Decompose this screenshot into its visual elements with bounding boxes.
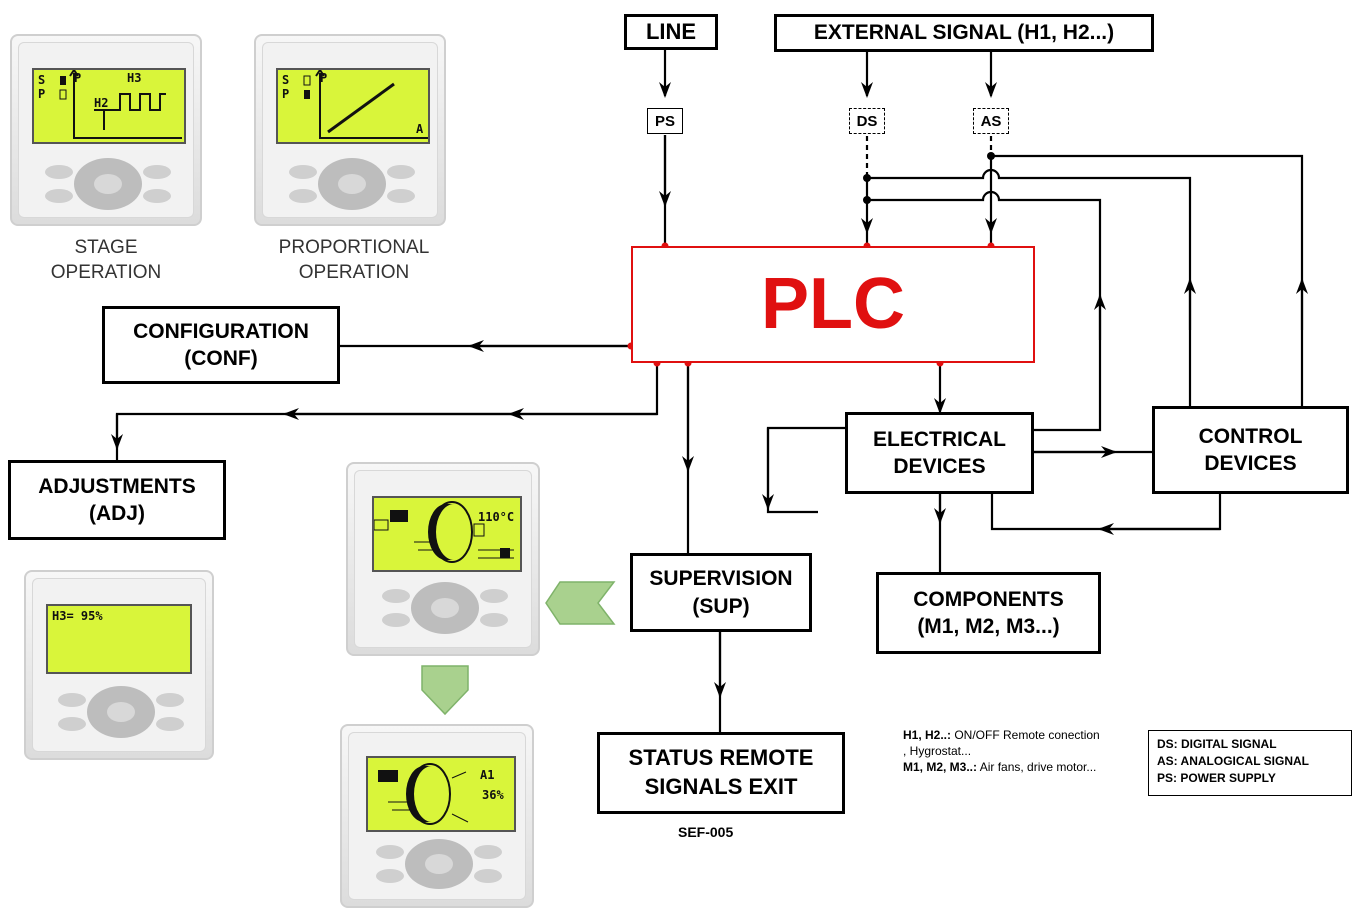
- line-box: LINE: [624, 14, 718, 50]
- junction-dots: [863, 152, 995, 204]
- as-to-control-connector: [991, 154, 1304, 410]
- ds-to-control-connector: [867, 168, 1192, 410]
- ps-tag: PS: [647, 108, 683, 134]
- status-screen: A1 36%: [366, 756, 516, 832]
- as-tag-label: AS: [980, 112, 1002, 130]
- note-m: M1, M2, M3..: Air fans, drive motor...: [903, 759, 1101, 775]
- line-label: LINE: [645, 18, 697, 44]
- note-h: H1, H2..: ON/OFF Remote conection , Hygr…: [903, 727, 1101, 759]
- adjustments-device-image: H3= 95%: [24, 570, 214, 760]
- proportional-operation-caption: PROPORTIONAL OPERATION: [278, 237, 430, 283]
- stage-screen-p: P: [38, 87, 46, 101]
- as-tag: AS: [973, 108, 1009, 134]
- stage-chart-p: P: [74, 71, 82, 85]
- status-remote-box: STATUS REMOTE SIGNALS EXIT: [597, 732, 845, 814]
- legend-as: AS: ANALOGICAL SIGNAL: [1157, 753, 1309, 768]
- proportional-screen: S P P A: [276, 68, 430, 144]
- stage-screen-s: S: [38, 73, 46, 87]
- proportional-device-image: S P P A: [254, 34, 446, 226]
- control-devices-box: CONTROL DEVICES: [1152, 406, 1349, 494]
- configuration-label: CONFIGURATION (CONF): [133, 319, 309, 370]
- adjustments-box: ADJUSTMENTS (ADJ): [8, 460, 226, 540]
- adjustments-screen: H3= 95%: [46, 604, 192, 674]
- electrical-devices-label: ELECTRICAL DEVICES: [873, 427, 1006, 478]
- stage-device-image: S P P H3 H2: [10, 34, 202, 226]
- supervision-device-image: 110°C: [346, 462, 540, 656]
- status-screen-pct: 36%: [482, 788, 504, 802]
- control-devices-label: CONTROL DEVICES: [1198, 424, 1303, 475]
- sup-screen-temp: 110°C: [478, 510, 515, 524]
- code-label: SEF-005: [678, 824, 734, 840]
- note-h-value: ON/OFF Remote conection , Hygrostat...: [903, 728, 1100, 759]
- status-remote-label: STATUS REMOTE SIGNALS EXIT: [628, 745, 814, 799]
- supervision-label: SUPERVISION (SUP): [649, 567, 793, 618]
- plc-box: PLC: [631, 246, 1035, 363]
- ps-tag-label: PS: [654, 112, 675, 130]
- legend-ps: PS: POWER SUPPLY: [1157, 770, 1276, 785]
- external-signal-box: EXTERNAL SIGNAL (H1, H2...): [774, 14, 1154, 52]
- note-m-key: M1, M2, M3..:: [903, 760, 978, 775]
- adjustments-label: ADJUSTMENTS (ADJ): [38, 474, 196, 525]
- ds-to-electrical-connector: [867, 190, 1102, 432]
- prop-screen-p: P: [282, 87, 290, 101]
- stage-screen: S P P H3 H2: [32, 68, 186, 144]
- prop-chart-p: P: [320, 71, 328, 85]
- note-m-value: Air fans, drive motor...: [977, 760, 1097, 775]
- note-h-key: H1, H2..:: [903, 728, 952, 742]
- stage-h2: H2: [94, 96, 109, 110]
- supervision-screen: 110°C: [372, 496, 522, 572]
- status-device-image: A1 36%: [340, 724, 534, 908]
- status-screen-a1: A1: [480, 768, 495, 782]
- chevron-left-icon: [545, 581, 616, 625]
- electrical-devices-box: ELECTRICAL DEVICES: [845, 412, 1034, 494]
- configuration-box: CONFIGURATION (CONF): [102, 306, 340, 384]
- plc-label: PLC: [761, 263, 905, 344]
- ds-tag: DS: [849, 108, 885, 134]
- supervision-box: SUPERVISION (SUP): [630, 553, 812, 632]
- legend-ds: DS: DIGITAL SIGNAL: [1157, 737, 1277, 751]
- external-signal-label: EXTERNAL SIGNAL (H1, H2...): [813, 21, 1115, 45]
- adj-screen-value: H3= 95%: [52, 609, 103, 623]
- electrical-to-supervision-connector: [766, 426, 847, 514]
- components-box: COMPONENTS (M1, M2, M3...): [876, 572, 1101, 654]
- prop-chart-a: A: [416, 122, 424, 136]
- chevron-down-icon: [421, 665, 469, 716]
- notes-block: H1, H2..: ON/OFF Remote conection , Hygr…: [903, 727, 1101, 776]
- prop-screen-s: S: [282, 73, 290, 87]
- abbreviation-legend: DS: DIGITAL SIGNAL AS: ANALOGICAL SIGNAL…: [1148, 730, 1352, 796]
- stage-operation-caption: STAGE OPERATION: [50, 237, 162, 283]
- ds-tag-label: DS: [856, 112, 878, 130]
- components-label: COMPONENTS (M1, M2, M3...): [913, 587, 1064, 638]
- control-to-electrical-connector: [990, 494, 1222, 531]
- stage-h3: H3: [127, 71, 142, 85]
